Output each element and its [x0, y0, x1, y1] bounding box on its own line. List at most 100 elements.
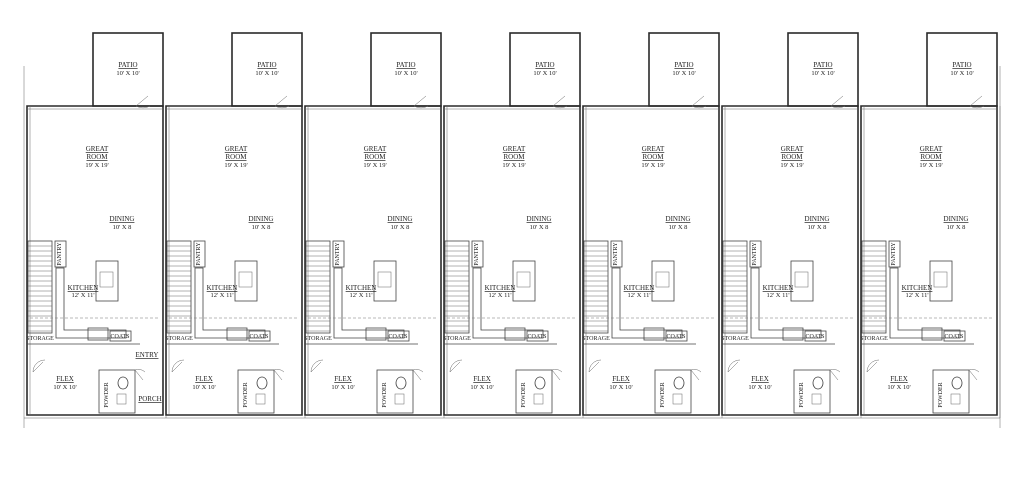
stair — [27, 240, 53, 334]
great-room-size: 19' X 19' — [641, 162, 664, 169]
stair — [722, 240, 748, 334]
kitchen-counter — [472, 267, 544, 339]
dining-size: 10' X 8 — [669, 224, 688, 231]
vanity-icon — [255, 393, 266, 405]
sink-icon — [377, 271, 392, 288]
patio-label: PATIO — [813, 61, 832, 69]
unit-outline — [443, 105, 581, 416]
appliance-outline — [782, 327, 804, 341]
toilet-icon — [673, 376, 685, 390]
powder-label: POWDER — [243, 382, 249, 407]
patio-door-swing — [691, 95, 707, 109]
flex-label: FLEX — [334, 375, 352, 383]
storage-label: STORAGE — [26, 336, 54, 342]
patio-label: PATIO — [674, 61, 693, 69]
pantry-label: PANTRY — [196, 242, 202, 266]
kitchen-size: 12' X 11' — [488, 292, 511, 299]
patio-door-swing — [135, 95, 151, 109]
dining-size: 10' X 8 — [113, 224, 132, 231]
powder-outline — [654, 369, 692, 414]
patio-label: PATIO — [118, 61, 137, 69]
great-room-label: GREAT — [920, 145, 943, 153]
sink-icon — [516, 271, 531, 288]
powder-door-swing — [273, 369, 285, 381]
patio-size: 10' X 10' — [950, 70, 973, 77]
appliance-outline — [504, 327, 526, 341]
storage-label: STORAGE — [860, 336, 888, 342]
kitchen-size: 12' X 11' — [766, 292, 789, 299]
flex-size: 10' X 10' — [53, 384, 76, 391]
patio-label: PATIO — [396, 61, 415, 69]
great-room-size: 19' X 19' — [85, 162, 108, 169]
dining-label: DINING — [249, 215, 274, 223]
entry-label: ENTRY — [136, 351, 159, 359]
appliance-outline — [365, 327, 387, 341]
pantry-outline — [610, 240, 623, 268]
dining-label: DINING — [110, 215, 135, 223]
great-room-size: 19' X 19' — [363, 162, 386, 169]
pantry-outline — [749, 240, 762, 268]
powder-outline — [515, 369, 553, 414]
dining-size: 10' X 8 — [530, 224, 549, 231]
dining-label: DINING — [805, 215, 830, 223]
great-room-label: ROOM — [364, 153, 386, 161]
powder-outline — [237, 369, 275, 414]
flex-label: FLEX — [473, 375, 491, 383]
flex-label: FLEX — [195, 375, 213, 383]
flex-door-swing — [588, 359, 602, 373]
patio-size: 10' X 10' — [533, 70, 556, 77]
vanity-icon — [394, 393, 405, 405]
toilet-icon — [951, 376, 963, 390]
powder-door-swing — [134, 369, 146, 381]
pantry-outline — [193, 240, 206, 268]
flex-size: 10' X 10' — [331, 384, 354, 391]
storage-label: STORAGE — [721, 336, 749, 342]
coats-closet — [943, 330, 966, 342]
dining-size: 10' X 8 — [252, 224, 271, 231]
great-room-label: ROOM — [781, 153, 803, 161]
great-room-label: ROOM — [920, 153, 942, 161]
powder-label: POWDER — [938, 382, 944, 407]
great-room-label: GREAT — [225, 145, 248, 153]
patio-size: 10' X 10' — [672, 70, 695, 77]
pantry-outline — [54, 240, 67, 268]
powder-door-swing — [690, 369, 702, 381]
kitchen-label: KITCHEN — [207, 284, 238, 292]
kitchen-island — [651, 260, 675, 302]
dining-label: DINING — [944, 215, 969, 223]
pantry-label: PANTRY — [474, 242, 480, 266]
powder-door-swing — [551, 369, 563, 381]
dining-label: DINING — [666, 215, 691, 223]
coats-label: COATS — [805, 334, 824, 340]
patio-door-swing — [830, 95, 846, 109]
great-room-size: 19' X 19' — [919, 162, 942, 169]
flex-size: 10' X 10' — [887, 384, 910, 391]
coats-label: COATS — [944, 334, 963, 340]
pantry-outline — [888, 240, 901, 268]
stair — [305, 240, 331, 334]
coats-closet — [248, 330, 271, 342]
flex-door-swing — [449, 359, 463, 373]
powder-label: POWDER — [382, 382, 388, 407]
sink-icon — [655, 271, 670, 288]
coats-label: COATS — [527, 334, 546, 340]
kitchen-size: 12' X 11' — [349, 292, 372, 299]
unit-outline — [304, 105, 442, 416]
storage-label: STORAGE — [165, 336, 193, 342]
unit-outline — [165, 105, 303, 416]
patio-door-swing — [552, 95, 568, 109]
appliance-outline — [87, 327, 109, 341]
storage-label: STORAGE — [443, 336, 471, 342]
kitchen-size: 12' X 11' — [905, 292, 928, 299]
vanity-icon — [950, 393, 961, 405]
kitchen-label: KITCHEN — [624, 284, 655, 292]
kitchen-label: KITCHEN — [763, 284, 794, 292]
powder-outline — [98, 369, 136, 414]
coats-closet — [526, 330, 549, 342]
flex-label: FLEX — [56, 375, 74, 383]
great-room-label: GREAT — [642, 145, 665, 153]
